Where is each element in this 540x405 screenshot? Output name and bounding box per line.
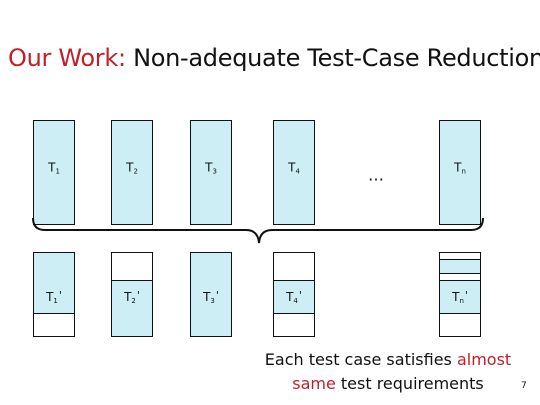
test-case-box-n (439, 120, 481, 225)
caption: Each test case satisfies almost same tes… (265, 348, 511, 396)
test-case-box-3 (190, 120, 232, 225)
test-case-label-1: T1 (48, 160, 60, 176)
test-case-label-n: Tn (454, 160, 466, 176)
reduced-test-box-n (439, 252, 481, 337)
reduced-test-box-4 (273, 252, 315, 337)
reduced-test-box-1 (33, 252, 75, 337)
title-rest: Non-adequate Test-Case Reduction (125, 44, 540, 72)
title-highlight: Our Work: (8, 44, 126, 72)
reduced-test-label-n: Tn' (452, 289, 468, 305)
test-case-label-3: T3 (205, 160, 217, 176)
reduced-test-label-4: T4' (286, 289, 302, 305)
caption-line-1: Each test case satisfies almost (264, 350, 512, 369)
reduced-test-box-2 (111, 252, 153, 337)
page-number: 7 (521, 381, 527, 391)
test-case-box-4 (273, 120, 315, 225)
test-case-label-2: T2 (126, 160, 138, 176)
ellipsis: … (368, 165, 384, 185)
slide-title: Our Work: Non-adequate Test-Case Reducti… (8, 44, 540, 72)
test-case-label-4: T4 (288, 160, 300, 176)
reduced-test-label-3: T3' (203, 289, 219, 305)
test-case-box-2 (111, 120, 153, 225)
reduced-test-label-1: T1' (46, 289, 62, 305)
reduced-test-label-2: T2' (124, 289, 140, 305)
test-case-box-1 (33, 120, 75, 225)
reduced-test-box-3 (190, 252, 232, 337)
caption-line-2: same test requirements (292, 374, 484, 393)
